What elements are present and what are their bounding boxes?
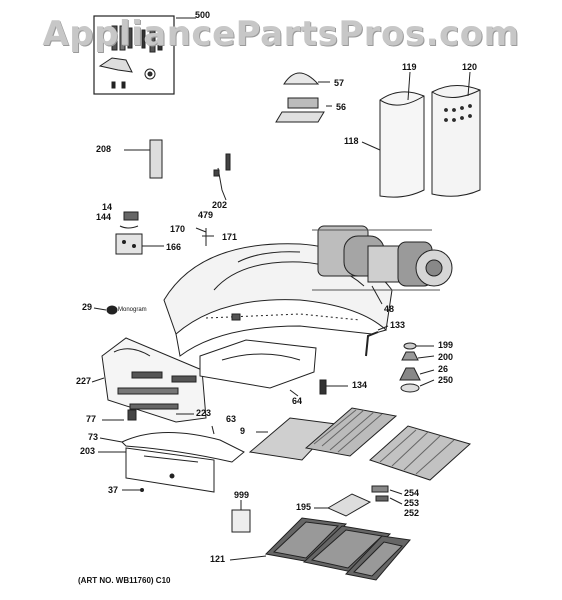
lamp-parts-252-254 <box>371 485 403 505</box>
mesh-filter-a <box>304 407 398 457</box>
label-999: 999 <box>234 490 250 500</box>
front-panel-203 <box>98 447 215 493</box>
label-208: 208 <box>96 144 112 154</box>
label-253: 253 <box>404 498 420 508</box>
bracket-195 <box>314 493 372 517</box>
bottom-panel-64 <box>199 339 317 397</box>
label-48: 48 <box>384 304 395 314</box>
charcoal-filter-121-a <box>264 517 348 563</box>
leader-133 <box>377 325 389 331</box>
label-202: 202 <box>212 200 228 210</box>
label-118: 118 <box>344 136 359 146</box>
manual-999 <box>231 509 251 533</box>
part-37 <box>140 488 144 492</box>
label-14: 14 <box>102 202 113 212</box>
blower-motor-48 <box>312 225 453 305</box>
rod-133 <box>365 331 379 357</box>
label-223: 223 <box>196 408 212 418</box>
wire-harness-202 <box>213 153 231 201</box>
label-37: 37 <box>108 485 119 495</box>
label-199: 199 <box>438 340 454 350</box>
chimney-120 <box>431 71 481 197</box>
leader-121 <box>229 555 267 561</box>
label-144: 144 <box>96 212 112 222</box>
part-77 <box>127 409 137 421</box>
art-number: (ART NO. WB11760) C10 <box>78 576 171 585</box>
label-26: 26 <box>438 364 449 374</box>
label-64: 64 <box>292 396 303 406</box>
label-171: 171 <box>222 232 238 242</box>
label-252: 252 <box>404 508 420 518</box>
control-panel-227 <box>91 337 207 423</box>
label-119: 119 <box>402 62 417 72</box>
front-cover-73 <box>99 431 245 463</box>
light-lens-57 <box>283 72 330 85</box>
screw-63 <box>211 425 215 435</box>
chimney-119 <box>379 71 425 198</box>
label-56: 56 <box>336 102 347 112</box>
label-200: 200 <box>438 352 454 362</box>
logo-badge-29 <box>106 305 118 315</box>
light-socket-56 <box>275 97 332 123</box>
label-227: 227 <box>76 376 92 386</box>
label-250: 250 <box>438 375 454 385</box>
label-73: 73 <box>88 432 99 442</box>
label-77: 77 <box>86 414 97 424</box>
label-63: 63 <box>226 414 237 424</box>
watermark: AppliancePartsPros.com <box>42 14 520 54</box>
light-parts-right <box>399 342 435 393</box>
label-479: 479 <box>198 210 214 220</box>
hardware-kit-500 <box>93 15 196 95</box>
fuse-134 <box>319 379 327 395</box>
label-9: 9 <box>240 426 246 436</box>
switch-parts <box>115 211 164 255</box>
bracket-208 <box>124 139 163 179</box>
label-57: 57 <box>334 78 345 88</box>
label-170: 170 <box>170 224 186 234</box>
label-166: 166 <box>166 242 182 252</box>
label-134: 134 <box>352 380 368 390</box>
label-195: 195 <box>296 502 312 512</box>
screws-170-171 <box>195 227 214 246</box>
label-500: 500 <box>195 10 211 20</box>
label-120: 120 <box>462 62 478 72</box>
leader-118 <box>361 141 381 151</box>
label-203: 203 <box>80 446 96 456</box>
leader-29 <box>93 307 107 311</box>
mesh-filter-b <box>369 425 472 481</box>
label-29: 29 <box>82 302 93 312</box>
label-254: 254 <box>404 488 420 498</box>
label-133: 133 <box>390 320 406 330</box>
charcoal-filter-121-c <box>345 535 411 581</box>
label-121: 121 <box>210 554 226 564</box>
logo-text: Monogram <box>118 307 147 313</box>
